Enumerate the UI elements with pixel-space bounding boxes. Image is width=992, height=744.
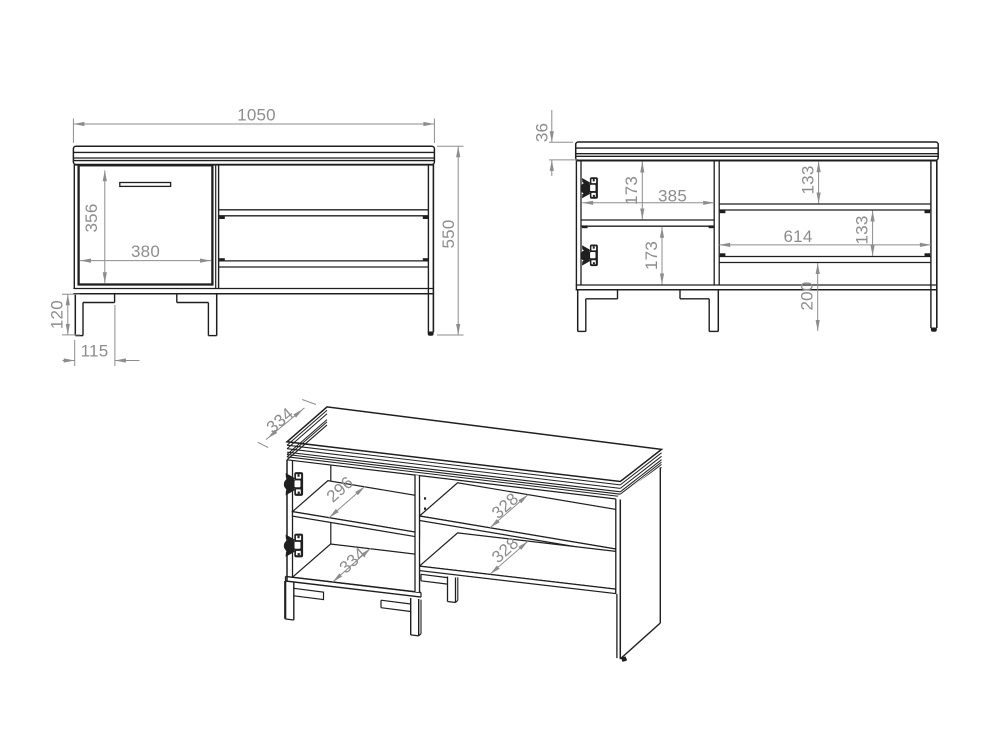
- svg-text:380: 380: [131, 242, 160, 261]
- svg-text:200: 200: [798, 282, 817, 311]
- svg-text:173: 173: [622, 176, 641, 205]
- svg-text:614: 614: [784, 227, 813, 246]
- svg-text:133: 133: [799, 166, 818, 195]
- svg-text:550: 550: [439, 220, 458, 249]
- svg-text:133: 133: [853, 216, 872, 245]
- svg-text:173: 173: [642, 241, 661, 270]
- svg-text:356: 356: [82, 204, 101, 233]
- svg-text:36: 36: [533, 123, 552, 142]
- svg-text:120: 120: [48, 300, 67, 329]
- svg-text:385: 385: [658, 186, 687, 205]
- svg-text:115: 115: [81, 342, 109, 361]
- svg-text:1050: 1050: [237, 105, 276, 124]
